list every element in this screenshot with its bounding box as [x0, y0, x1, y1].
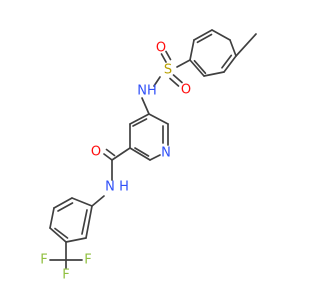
- sulfonyl-oxygen-left: O: [156, 41, 166, 56]
- sulfonamide-nh: NH: [137, 84, 157, 99]
- bond-tolyl-6-inner: [221, 54, 233, 69]
- bond-s-o-left-a: [160, 53, 167, 63]
- bond-aryl-6-inner: [81, 209, 88, 235]
- bond-s-to-n: [153, 76, 161, 87]
- bond-aryl-1: [71, 197, 93, 207]
- bond-tolyl-6: [223, 55, 237, 73]
- bond-pyr-1: [129, 113, 150, 125]
- amide-hydrogen: H: [119, 180, 129, 195]
- bond-pyr-3-inner: [134, 147, 150, 157]
- bond-aryl-2: [53, 197, 73, 209]
- bond-n-to-pyridine: [141, 97, 150, 115]
- bond-layer: [49, 29, 257, 269]
- bond-s-o-right-a: [169, 77, 180, 87]
- bond-pyr-6: [148, 113, 169, 125]
- bond-methyl: [235, 33, 257, 57]
- fluorine-right: F: [84, 253, 91, 268]
- bond-aryl-5: [65, 237, 87, 243]
- bond-c-o-b: [105, 148, 116, 157]
- amide-nitrogen: N: [105, 180, 115, 195]
- bond-tolyl-5: [203, 71, 225, 77]
- bond-aryl-2-inner: [57, 202, 74, 212]
- bond-pyr-3: [129, 147, 151, 161]
- bond-tolyl-2-inner: [196, 33, 213, 44]
- bond-tolyl-1: [211, 29, 231, 41]
- bond-aryl-3: [49, 207, 55, 229]
- fluorine-bottom: F: [62, 268, 69, 283]
- bond-tolyl-3: [189, 39, 195, 61]
- bond-pyr-4: [149, 154, 161, 161]
- bond-tolyl-4: [189, 59, 205, 77]
- bond-pyr-to-carbonyl: [111, 147, 131, 161]
- pyridine-nitrogen: N: [161, 146, 171, 161]
- bond-c-o-a: [103, 153, 113, 161]
- molecule-structure-diagram: O S O NH O N N H F F F: [40, 29, 257, 283]
- bond-ring-to-s: [176, 59, 191, 68]
- bond-aryl-6: [85, 205, 93, 239]
- fluorine-left: F: [40, 253, 47, 268]
- carbonyl-oxygen: O: [91, 145, 101, 160]
- bond-aryl-4-inner: [54, 227, 69, 239]
- bond-tolyl-7: [229, 39, 237, 57]
- sulfonyl-sulfur: S: [164, 63, 172, 78]
- bond-pyr-1-inner: [132, 118, 148, 127]
- bond-tolyl-4-inner: [193, 59, 207, 75]
- bond-tolyl-2: [193, 29, 213, 41]
- bond-aryl-4: [49, 227, 67, 243]
- atom-label-layer: O S O NH O N N H F F F: [40, 41, 191, 283]
- molecule-svg: O S O NH O N N H F F F: [40, 29, 257, 283]
- bond-s-o-left-b: [165, 50, 172, 61]
- bond-n-to-aryl: [91, 195, 105, 207]
- sulfonyl-oxygen-right: O: [181, 83, 191, 98]
- bond-s-o-right-b: [172, 74, 183, 84]
